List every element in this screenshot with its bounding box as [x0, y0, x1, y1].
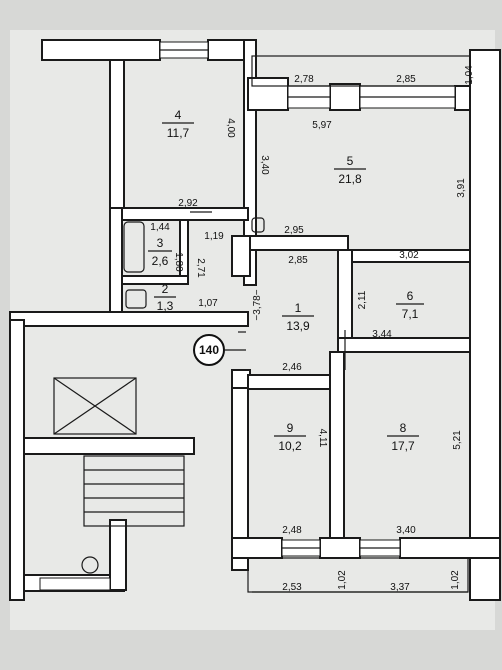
window-stair: [39, 577, 111, 591]
wall-bath-wc-div: [121, 275, 189, 285]
dim-4-11: 4,11: [317, 429, 328, 448]
room-9-area: 10,2: [278, 439, 302, 453]
dim-2-85-mid: 2,85: [288, 255, 308, 266]
dim-3-02: 3,02: [399, 250, 419, 261]
wall-stair-top: [9, 311, 249, 327]
room-labels: 4 11,7 5 21,8 3 2,6 2 1,3 1 13,9 6 7,1 9…: [148, 108, 424, 453]
dim-3-78: −3,78−: [252, 289, 263, 320]
wall-room4-bottom: [109, 207, 249, 221]
wall-room6-bottom: [337, 337, 471, 353]
wall-bottom-c: [399, 537, 501, 559]
wall-top-right-a: [247, 77, 289, 111]
wall-top-left: [41, 39, 161, 61]
dim-2-85-top: 2,85: [396, 74, 416, 85]
room-8-number: 8: [400, 421, 407, 435]
dim-1-02-b: 1,02: [450, 570, 461, 590]
trash-chute: [81, 556, 99, 574]
stair-core: [53, 377, 185, 574]
wall-room9-top: [247, 374, 339, 390]
dim-1-80: 1,80: [173, 252, 184, 272]
dim-2-46: 2,46: [282, 362, 302, 373]
wall-bath-left: [109, 207, 123, 321]
dim-1-02-a: 1,02: [337, 570, 348, 590]
dim-1-44: 1,44: [150, 222, 170, 233]
dim-2-71: 2,71: [195, 258, 206, 278]
dim-3-40-horizontal: 3,40: [396, 525, 416, 536]
wall-room5-bottom: [247, 235, 349, 251]
stair-flight: [83, 455, 185, 527]
wall-stair-right-lower: [109, 519, 127, 591]
room-1-number: 1: [295, 301, 302, 315]
elevator-shaft: [53, 377, 137, 435]
dimension-labels: 2,78 2,85 1,04 5,97 4,00 3,40 3,91 2,92 …: [150, 65, 475, 593]
dim-2-92: 2,92: [178, 198, 198, 209]
bathtub: [123, 221, 145, 273]
dim-2-78: 2,78: [294, 74, 314, 85]
dim-1-07: 1,07: [198, 298, 218, 309]
room-2-area: 1,3: [157, 299, 174, 313]
wall-stair-mid: [23, 437, 195, 455]
dim-1-19: 1,19: [204, 231, 224, 242]
room-9-number: 9: [287, 421, 294, 435]
dimension-lines: [190, 85, 468, 593]
room-4-area: 11,7: [167, 126, 190, 140]
room-1-area: 13,9: [286, 319, 310, 333]
wall-bottom-b: [319, 537, 361, 559]
room-8-area: 17,7: [391, 439, 415, 453]
wall-bottom-a: [231, 537, 283, 559]
dim-3-44: 3,44: [372, 329, 392, 340]
windows: [39, 41, 456, 591]
wall-corridor-left: [231, 235, 251, 277]
room-5-area: 21,8: [338, 172, 362, 186]
dim-1-04: 1,04: [464, 65, 475, 85]
wall-top-right-b: [329, 83, 361, 111]
dim-2-48: 2,48: [282, 525, 302, 536]
wall-right-outer: [469, 49, 501, 601]
dim-2-53: 2,53: [282, 582, 302, 593]
dim-4-00: 4,00: [225, 118, 236, 138]
room-3-number: 3: [157, 236, 164, 250]
room-6-number: 6: [407, 289, 414, 303]
sink-room5: [251, 217, 265, 233]
sink-wc: [125, 289, 147, 309]
room-3-area: 2,6: [152, 254, 169, 268]
wall-left-outer: [9, 319, 25, 601]
fixtures: [123, 217, 265, 309]
room-2-number: 2: [162, 282, 169, 296]
dim-2-11: 2,11: [357, 290, 368, 309]
apartment-number: 140: [199, 343, 219, 357]
dim-5-21: 5,21: [452, 430, 463, 450]
apartment-marker: 140: [193, 334, 246, 366]
dim-2-95: 2,95: [284, 225, 304, 236]
wall-left-room4: [109, 59, 125, 211]
room-5-number: 5: [347, 154, 354, 168]
room-4-number: 4: [175, 108, 182, 122]
wall-top-mid: [207, 39, 249, 61]
dim-5-97: 5,97: [312, 120, 332, 131]
wall-room9-left: [231, 387, 249, 571]
dim-3-91: 3,91: [456, 178, 467, 198]
dim-3-37: 3,37: [390, 582, 410, 593]
wall-room9-8-div: [329, 351, 345, 553]
dim-3-40-vertical: 3,40: [259, 155, 270, 175]
room-6-area: 7,1: [402, 307, 419, 321]
